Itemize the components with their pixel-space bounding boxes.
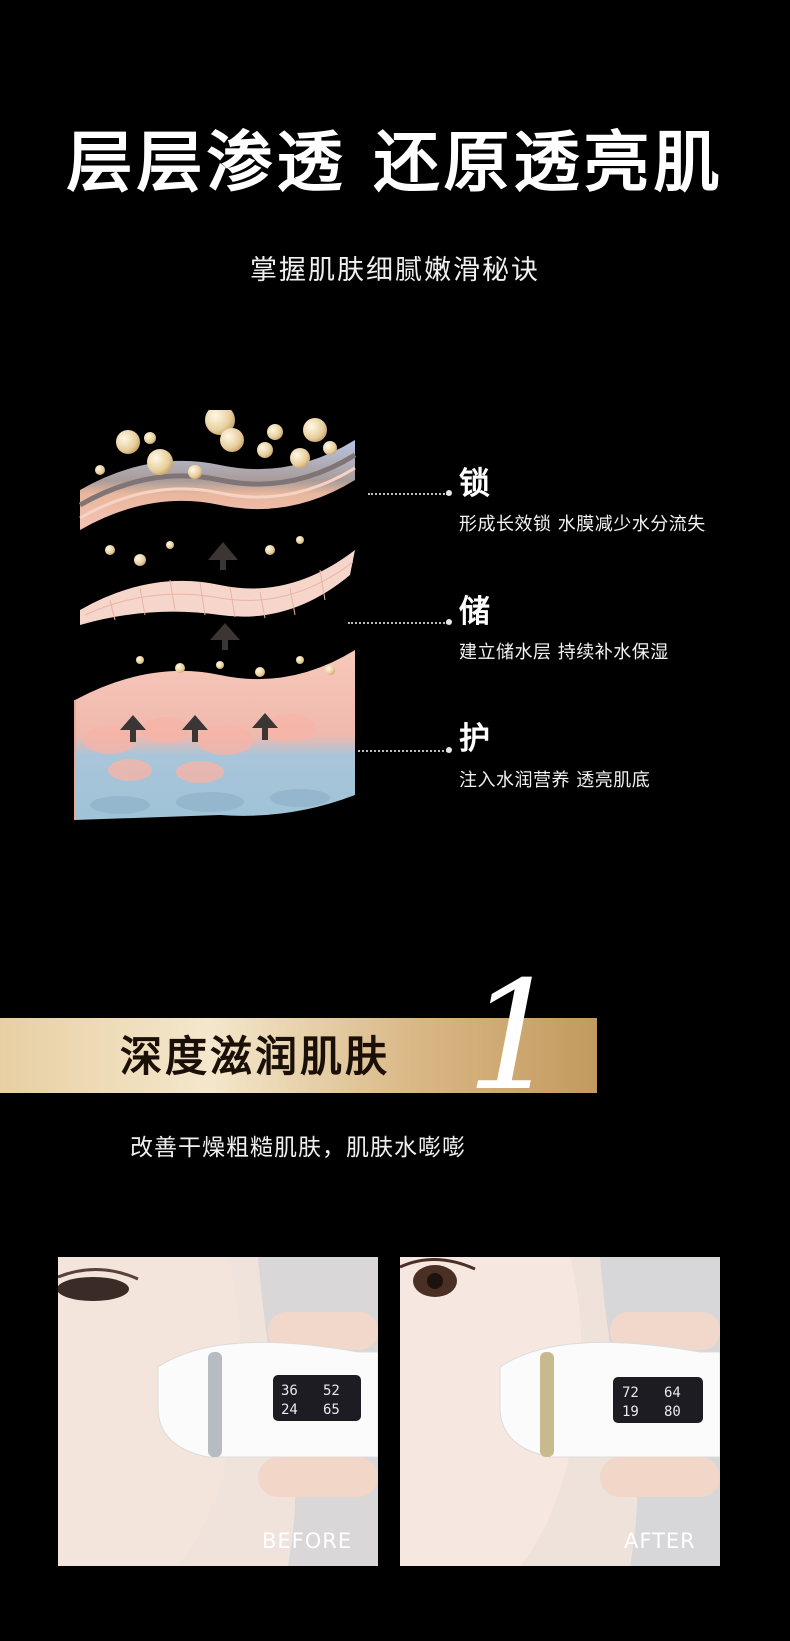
layer-store-title: 储 xyxy=(459,594,490,630)
before-photo: 36 52 24 65 BEFORE xyxy=(58,1257,378,1566)
layer-store-desc: 建立储水层 持续补水保湿 xyxy=(459,642,669,663)
after-reading-bottom-left: 19 xyxy=(622,1404,639,1420)
page-title: 层层渗透 还原透亮肌 xyxy=(66,124,724,201)
leader-line-lock xyxy=(368,493,448,495)
before-reading-bottom-left: 24 xyxy=(281,1402,298,1418)
section-tagline: 改善干燥粗糙肌肤，肌肤水嘭嘭 xyxy=(130,1135,466,1161)
leader-dot-protect xyxy=(446,747,452,753)
before-reading-bottom-right: 65 xyxy=(323,1402,340,1418)
layer-lock-desc: 形成长效锁 水膜减少水分流失 xyxy=(459,514,706,535)
page-subtitle: 掌握肌肤细腻嫩滑秘诀 xyxy=(250,255,540,286)
after-reading-top-left: 72 xyxy=(622,1385,639,1401)
leader-line-store xyxy=(348,622,448,624)
before-photo-illustration: 36 52 24 65 xyxy=(58,1257,378,1566)
skin-layers-illustration xyxy=(74,410,357,820)
section-title: 深度滋润肌肤 xyxy=(120,1032,391,1081)
section-banner xyxy=(0,1018,597,1093)
leader-dot-store xyxy=(446,619,452,625)
after-label: AFTER xyxy=(624,1529,696,1553)
before-label: BEFORE xyxy=(262,1529,353,1553)
after-photo-illustration: 72 64 19 80 xyxy=(400,1257,720,1566)
after-reading-bottom-right: 80 xyxy=(664,1404,681,1420)
section-number: 1 xyxy=(466,950,562,1124)
leader-line-protect xyxy=(358,750,448,752)
layer-protect-title: 护 xyxy=(459,721,490,757)
leader-dot-lock xyxy=(446,490,452,496)
layer-protect-desc: 注入水润营养 透亮肌底 xyxy=(459,770,651,791)
before-reading-top-right: 52 xyxy=(323,1383,340,1399)
after-reading-top-right: 64 xyxy=(664,1385,681,1401)
layer-lock-title: 锁 xyxy=(459,466,490,502)
after-photo: 72 64 19 80 AFTER xyxy=(400,1257,720,1566)
before-reading-top-left: 36 xyxy=(281,1383,298,1399)
